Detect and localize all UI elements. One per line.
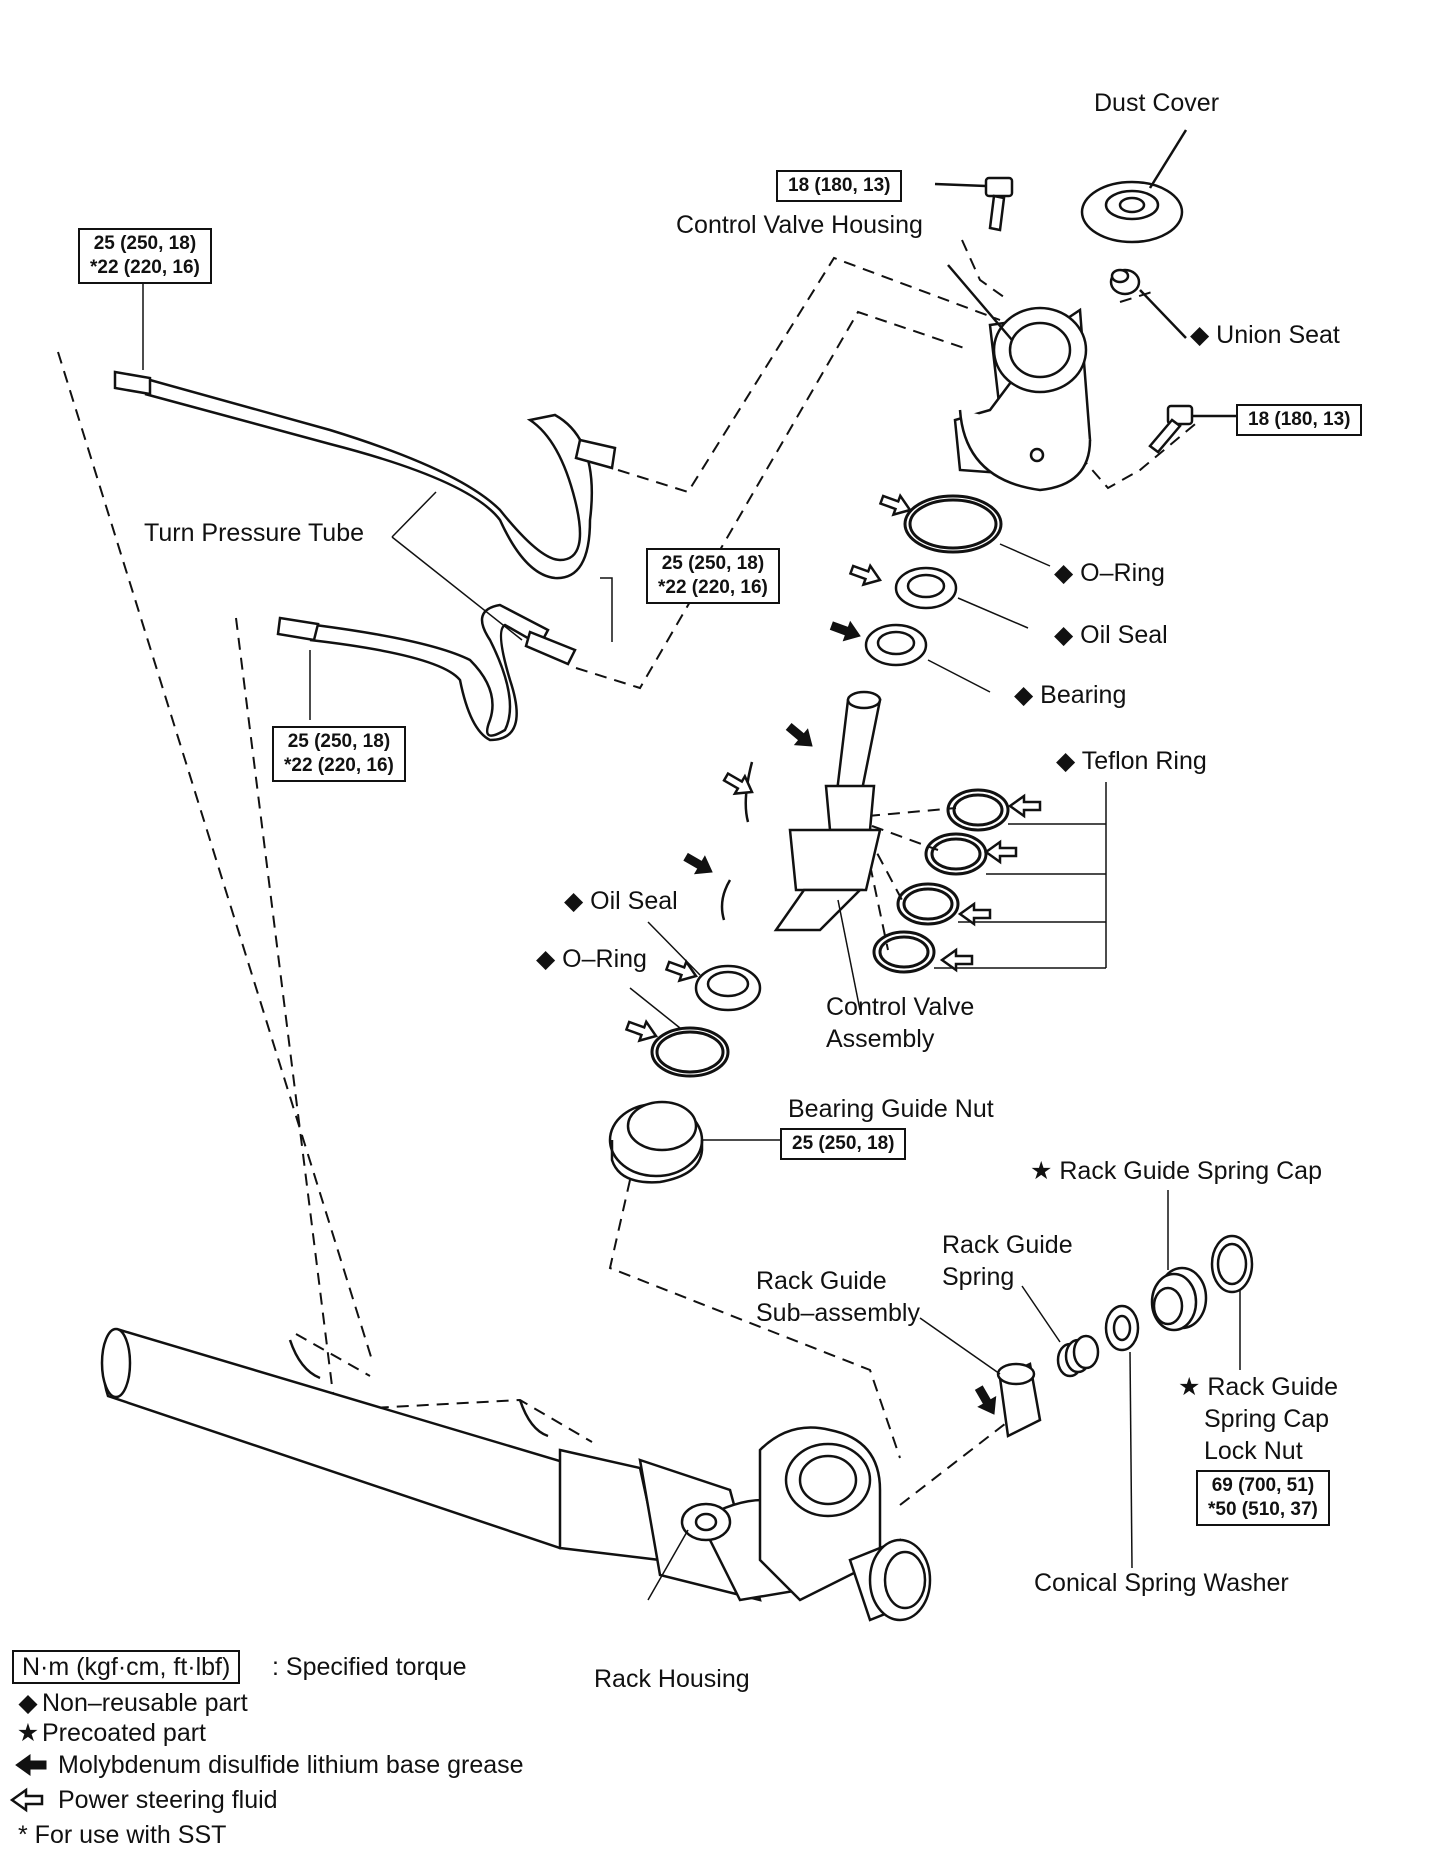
bolt-right-part (1148, 404, 1238, 454)
label-rack-housing: Rack Housing (594, 1665, 750, 1693)
teflon-ring-leaders (934, 782, 1107, 969)
label-control-valve-housing: Control Valve Housing (676, 211, 923, 239)
torque-box-lock-nut: 69 (700, 51) *50 (510, 37) (1196, 1470, 1330, 1526)
bearing-guide-nut-part (608, 1100, 780, 1184)
label-oil-seal-lower: ◆ Oil Seal (564, 887, 678, 915)
rack-guide-spring-cap-part (1150, 1190, 1208, 1332)
turn-pressure-tube-b (276, 603, 577, 742)
label-rack-guide-spring-cap: ★ Rack Guide Spring Cap (1030, 1157, 1322, 1185)
oil-seal-upper-part (894, 566, 1029, 629)
teflon-rings-part (872, 788, 1010, 974)
torque-box-tube-mid: 25 (250, 18) *22 (220, 16) (646, 548, 780, 604)
legend-precoated-text: Precoated part (42, 1719, 206, 1747)
rack-housing-part (100, 1327, 932, 1622)
torque-value: 25 (250, 18) (287, 731, 391, 752)
legend-torque-unit: N·m (kgf·cm, ft·lbf) (12, 1650, 241, 1684)
o-ring-upper-part (903, 494, 1051, 567)
rack-guide-sub-assembly-part (919, 1317, 1042, 1438)
torque-value: 18 (180, 13) (788, 175, 891, 196)
label-turn-pressure-tube: Turn Pressure Tube (144, 519, 365, 547)
torque-box-bolt-right: 18 (180, 13) (1236, 404, 1363, 436)
star-icon: ★ (16, 1719, 40, 1747)
torque-value: 18 (180, 13) (1248, 409, 1351, 430)
assembly-dashed-lines (57, 239, 1201, 1506)
torque-box-tube-end-a: 25 (250, 18) *22 (220, 16) (78, 228, 212, 284)
control-valve-assembly-part (720, 690, 882, 1011)
torque-value: 69 (700, 51) (1211, 1475, 1315, 1496)
torque-box-tube-end-b: 25 (250, 18) *22 (220, 16) (272, 726, 406, 782)
legend-torque-desc: : Specified torque (272, 1653, 467, 1681)
rack-guide-spring-part (1021, 1285, 1100, 1378)
legend-grease: Molybdenum disulfide lithium base grease (58, 1751, 524, 1779)
label-oil-seal-upper: ◆ Oil Seal (1054, 621, 1168, 649)
torque-value-sst: *22 (220, 16) (658, 577, 768, 598)
turn-pressure-tube-a (113, 370, 617, 580)
control-valve-housing-part (947, 264, 1092, 492)
label-rack-guide-spring-1: Rack Guide (942, 1231, 1073, 1259)
label-lock-nut-3: Lock Nut (1204, 1437, 1303, 1465)
torque-value-sst: *22 (220, 16) (284, 755, 394, 776)
torque-box-bolt-top: 18 (180, 13) (776, 170, 903, 202)
label-o-ring-upper: ◆ O–Ring (1054, 559, 1165, 587)
label-teflon-ring: ◆ Teflon Ring (1056, 747, 1207, 775)
label-dust-cover: Dust Cover (1094, 89, 1220, 117)
dust-cover-part (1080, 129, 1188, 244)
conical-spring-washer-part (1104, 1304, 1140, 1569)
label-control-valve-assembly-1: Control Valve (826, 993, 975, 1021)
oil-seal-lower-part (647, 921, 762, 1012)
legend-grease-arrow-icon (15, 1754, 47, 1776)
torque-value-sst: *22 (220, 16) (90, 257, 200, 278)
torque-value: 25 (250, 18) (792, 1133, 895, 1154)
legend-non-reusable-text: Non–reusable part (42, 1689, 248, 1717)
label-rack-guide-sub-1: Rack Guide (756, 1267, 887, 1295)
label-rack-guide-sub-2: Sub–assembly (756, 1299, 920, 1327)
label-control-valve-assembly-2: Assembly (826, 1025, 935, 1053)
label-bearing-guide-nut: Bearing Guide Nut (788, 1095, 994, 1123)
torque-value-sst: *50 (510, 37) (1208, 1499, 1318, 1520)
label-union-seat: ◆ Union Seat (1190, 321, 1340, 349)
legend-fluid-arrow-icon (10, 1788, 44, 1812)
legend-fluid: Power steering fluid (58, 1786, 278, 1814)
bearing-part (864, 623, 991, 693)
torque-box-guide-nut: 25 (250, 18) (780, 1128, 907, 1160)
label-lock-nut-1: ★ Rack Guide (1178, 1373, 1338, 1401)
rack-guide-lock-nut-part (1210, 1234, 1254, 1370)
legend-precoated: ★Precoated part (14, 1718, 206, 1748)
label-o-ring-lower: ◆ O–Ring (536, 945, 647, 973)
torque-value: 25 (250, 18) (93, 233, 197, 254)
diamond-icon: ◆ (18, 1689, 38, 1717)
torque-value: 25 (250, 18) (661, 553, 765, 574)
label-lock-nut-2: Spring Cap (1204, 1405, 1330, 1433)
label-conical-spring-washer: Conical Spring Washer (1034, 1569, 1289, 1597)
tube-leader-lines (142, 280, 613, 720)
legend-sst: * For use with SST (18, 1821, 227, 1849)
o-ring-lower-part (629, 987, 730, 1078)
legend-non-reusable: ◆Non–reusable part (14, 1688, 248, 1718)
label-bearing: ◆ Bearing (1014, 681, 1127, 709)
label-rack-guide-spring-2: Spring (942, 1263, 1015, 1291)
union-seat-part (1109, 268, 1187, 339)
bolt-top-part (934, 176, 1014, 232)
